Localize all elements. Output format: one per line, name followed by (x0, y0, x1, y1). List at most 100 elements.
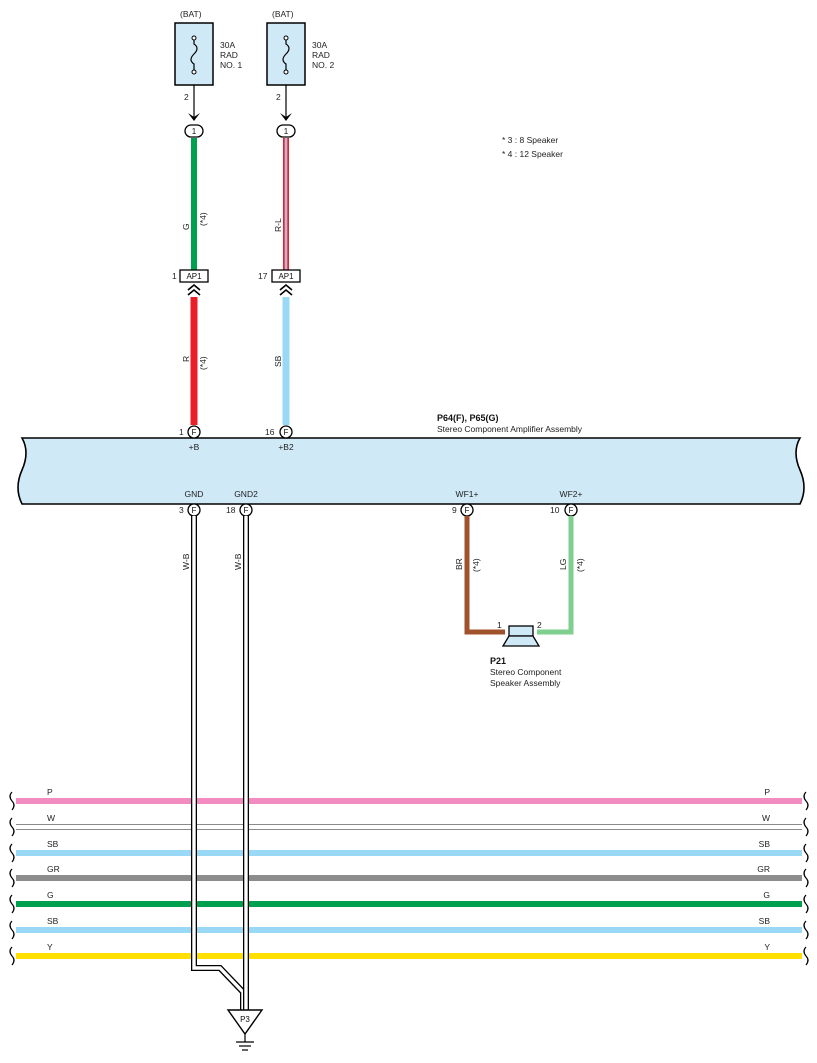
ground-wire-1: W-B (181, 516, 246, 1010)
note-12-speaker: * 4 : 12 Speaker (502, 149, 563, 159)
ground-point-p3: P3 (226, 1009, 264, 1051)
bus-label-right: G (763, 890, 770, 900)
bus-label-right: GR (757, 864, 770, 874)
wire-br-code: BR (454, 558, 464, 570)
amp-pin-10: 10 (550, 505, 560, 515)
speaker-name-2: Speaker Assembly (490, 678, 561, 688)
upper-wire-rl: R-L (273, 138, 289, 270)
ground-wire-2-code: W-B (233, 553, 243, 570)
amp-term-wf1: WF1+ (456, 489, 479, 499)
amplifier-id: P64(F), P65(G) (437, 413, 499, 423)
amp-pin-16-connector: F (284, 428, 289, 437)
fuse-2-number: NO. 2 (312, 60, 334, 70)
amplifier-body (17, 437, 805, 505)
speaker-icon (508, 625, 534, 637)
junction-1-pin: 1 (172, 271, 177, 281)
speaker-pin-1: 1 (497, 620, 502, 630)
bus-label-left: SB (47, 839, 59, 849)
fuse-1-rating: 30A (220, 40, 235, 50)
lower-wire-sb: SB (273, 297, 290, 425)
wire-r-code: R (181, 356, 191, 362)
fuse-2-symbol (282, 38, 290, 72)
fuse-2-pin: 2 (276, 92, 281, 102)
amp-pin-10-connector: F (569, 506, 574, 515)
fuse-2-source: (BAT) (272, 9, 294, 19)
junction-2-pin: 17 (258, 271, 268, 281)
wire-g-code: G (181, 223, 191, 230)
bus-wire-sb: SB SB (9, 839, 809, 863)
amp-term-gnd2: GND2 (234, 489, 258, 499)
speaker-assembly: 1 2 P21 Stereo Component Speaker Assembl… (490, 620, 562, 688)
amp-pin-9-connector: F (465, 506, 470, 515)
bus-wire-gr: GR GR (9, 864, 809, 888)
fuse-2-rating: 30A (312, 40, 327, 50)
speaker-wire-br: BR (*4) (454, 516, 505, 635)
fuse-rad-no1: (BAT) 30A RAD NO. 1 2 (174, 9, 242, 102)
bus-label-left: Y (47, 942, 53, 952)
wire-lg-code: LG (558, 559, 568, 570)
bus-label-left: G (47, 890, 54, 900)
speaker-pin-2: 2 (537, 620, 542, 630)
wire-rl-code: R-L (273, 218, 283, 232)
junction-2-label: AP1 (278, 272, 294, 281)
bus-label-right: SB (759, 839, 771, 849)
bus-wire-sb: SB SB (9, 916, 809, 940)
amp-term-b: +B (189, 442, 200, 452)
fuse-1-number: NO. 1 (220, 60, 242, 70)
junction-1-label: AP1 (186, 272, 202, 281)
notes: * 3 : 8 Speaker * 4 : 12 Speaker (502, 135, 563, 159)
amp-pin-16: 16 (265, 427, 275, 437)
amp-pin-18-connector: F (244, 506, 249, 515)
bus-label-right: W (762, 813, 770, 823)
speaker-name-1: Stereo Component (490, 667, 562, 677)
connector-2-label: 1 (284, 127, 289, 136)
amp-pin-1: 1 (179, 427, 184, 437)
ground-wire-1-code: W-B (181, 553, 191, 570)
lower-wire-r: R (*4) (181, 297, 208, 425)
bus-label-left: SB (47, 916, 59, 926)
fuse-rad-no2: (BAT) 30A RAD NO. 2 2 (266, 9, 334, 102)
fuse-1-pin: 2 (184, 92, 189, 102)
amp-term-wf2: WF2+ (560, 489, 583, 499)
note-8-speaker: * 3 : 8 Speaker (502, 135, 558, 145)
bus-label-left: P (47, 787, 53, 797)
upper-wire-g: G (*4) (181, 138, 208, 270)
ground-point-label: P3 (240, 1015, 250, 1024)
amp-pin-3-connector: F (192, 506, 197, 515)
wire-lg-note: (*4) (575, 558, 585, 572)
junction-ap1-right: 17 AP1 (258, 269, 301, 296)
amp-pin-1-connector: F (192, 428, 197, 437)
amp-pin-3: 3 (179, 505, 184, 515)
ground-icon (236, 1041, 254, 1051)
wire-br-note: (*4) (471, 558, 481, 572)
amplifier-name: Stereo Component Amplifier Assembly (437, 424, 583, 434)
junction-ap1-left: 1 AP1 (172, 269, 209, 296)
speaker-id: P21 (490, 656, 506, 666)
fuse-1-symbol (190, 38, 198, 72)
bus-label-right: P (764, 787, 770, 797)
amp-term-b2: +B2 (278, 442, 294, 452)
amplifier-assembly: P64(F), P65(G) Stereo Component Amplifie… (17, 413, 805, 517)
fuse-2-name: RAD (312, 50, 330, 60)
bus-label-right: Y (764, 942, 770, 952)
bus-label-left: W (47, 813, 55, 823)
fuse-1-name: RAD (220, 50, 238, 60)
wire-sb-code: SB (273, 355, 283, 367)
ground-wire-2: W-B (233, 516, 249, 1010)
amp-term-gnd: GND (185, 489, 204, 499)
speaker-wire-lg: LG (*4) (537, 516, 585, 635)
amp-pin-9: 9 (452, 505, 457, 515)
connector-ovals: 1 1 (184, 124, 296, 138)
connector-1-label: 1 (192, 127, 197, 136)
fuse-leads (188, 85, 292, 121)
wire-r-note: (*4) (198, 356, 208, 370)
amp-pin-18: 18 (226, 505, 236, 515)
bus-label-left: GR (47, 864, 60, 874)
fuse-1-source: (BAT) (180, 9, 202, 19)
bus-label-right: SB (759, 916, 771, 926)
